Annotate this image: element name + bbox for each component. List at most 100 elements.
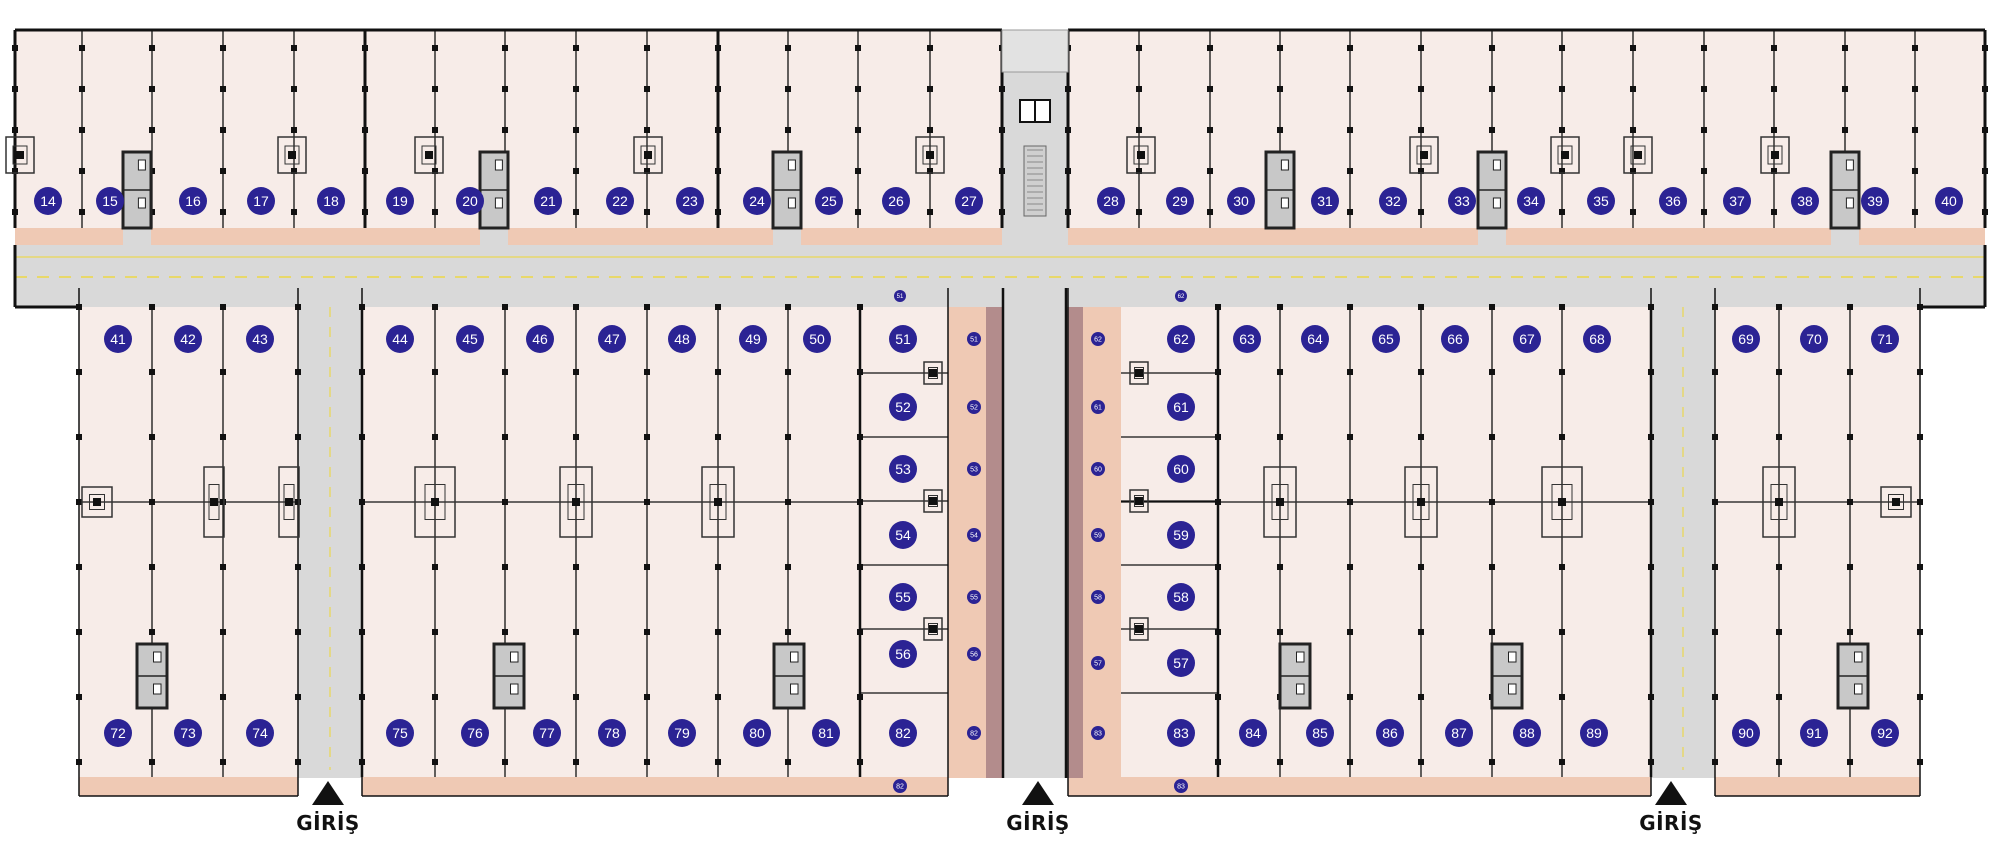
unit-number-badge: [1935, 187, 1963, 215]
toilet-icon: [153, 651, 162, 663]
structural-column: [432, 434, 438, 440]
structural-column: [1630, 209, 1636, 215]
structural-column: [855, 168, 861, 174]
unit-number-badge: [174, 325, 202, 353]
structural-column: [857, 564, 863, 570]
unit-block-frontage: [1068, 777, 1651, 796]
toilet-icon: [494, 197, 503, 209]
structural-column: [1771, 168, 1777, 174]
entrance-right: GİRİŞ: [1611, 781, 1731, 835]
structural-column: [1347, 127, 1353, 133]
structural-column: [1347, 86, 1353, 92]
stair-core: [1129, 617, 1149, 641]
structural-column: [573, 209, 579, 215]
unit-number: 35: [1593, 193, 1609, 209]
structural-column: [362, 127, 368, 133]
unit-number: 57: [1094, 661, 1102, 668]
toilet-icon: [510, 651, 519, 663]
structural-column: [999, 86, 1005, 92]
structural-column: [644, 759, 650, 765]
stair-core: [559, 466, 593, 538]
unit-number-badge: [1513, 719, 1541, 747]
structural-column: [1137, 151, 1145, 159]
structural-column: [1917, 564, 1923, 570]
structural-column: [1489, 86, 1495, 92]
unit-number: 82: [896, 784, 904, 791]
structural-column: [1917, 759, 1923, 765]
structural-column: [1771, 151, 1779, 159]
unit-number: 53: [895, 461, 911, 477]
unit-number: 41: [110, 331, 126, 347]
unit-number: 31: [1317, 193, 1333, 209]
unit-number-badge: [1091, 726, 1105, 740]
unit-number: 81: [818, 725, 834, 741]
structural-column: [359, 369, 365, 375]
structural-column: [295, 629, 301, 635]
structural-column: [295, 434, 301, 440]
structural-column: [855, 45, 861, 51]
structural-column: [1701, 127, 1707, 133]
structural-column: [16, 151, 24, 159]
structural-column: [573, 564, 579, 570]
unit-number-badge: [1306, 719, 1334, 747]
unit-number-badge: [1861, 187, 1889, 215]
structural-column: [76, 499, 82, 505]
structural-column: [1136, 127, 1142, 133]
structural-column: [1917, 499, 1923, 505]
structural-column: [1489, 499, 1495, 505]
structural-column: [79, 45, 85, 51]
structural-column: [220, 499, 226, 505]
unit-number-badge: [967, 400, 981, 414]
unit-number-badge: [179, 187, 207, 215]
structural-column: [573, 759, 579, 765]
unit-number: 53: [970, 467, 978, 474]
unit-number: 65: [1378, 331, 1394, 347]
stair-core: [1129, 489, 1149, 513]
structural-column: [644, 369, 650, 375]
stair-core-inner: [1134, 623, 1144, 635]
structural-column: [573, 434, 579, 440]
unit-number-badge: [1587, 187, 1615, 215]
unit-number-badge: [1167, 719, 1195, 747]
structural-column: [1776, 694, 1782, 700]
structural-column: [573, 127, 579, 133]
service-passage: [773, 228, 801, 245]
stair-core: [1404, 466, 1438, 538]
structural-column: [1559, 369, 1565, 375]
structural-column: [432, 168, 438, 174]
unit-number: 77: [539, 725, 555, 741]
unit-number: 55: [895, 589, 911, 605]
structural-column: [1559, 759, 1565, 765]
unit-number-badge: [1379, 187, 1407, 215]
structural-column: [502, 45, 508, 51]
structural-column: [1418, 694, 1424, 700]
unit-number: 61: [1094, 405, 1102, 412]
unit-number: 50: [809, 331, 825, 347]
unit-number-badge: [104, 325, 132, 353]
structural-column: [1559, 629, 1565, 635]
unit-number: 48: [674, 331, 690, 347]
toilet-icon: [1845, 159, 1854, 171]
unit-number: 33: [1454, 193, 1470, 209]
unit-number-badge: [1871, 325, 1899, 353]
structural-column: [1771, 45, 1777, 51]
unit-number-badge: [889, 393, 917, 421]
structural-column: [149, 629, 155, 635]
unit-number: 51: [897, 294, 904, 300]
toilet-icon: [137, 197, 146, 209]
stair-core: [923, 361, 943, 385]
unit-number-badge: [1167, 583, 1195, 611]
unit-number: 26: [888, 193, 904, 209]
structural-column: [502, 304, 508, 310]
unit-number: 83: [1173, 725, 1189, 741]
unit-number-badge: [1167, 649, 1195, 677]
structural-column: [76, 759, 82, 765]
stair-core-inner: [1133, 145, 1149, 165]
unit-number: 47: [604, 331, 620, 347]
structural-column: [1489, 45, 1495, 51]
toilet-icon: [137, 159, 146, 171]
unit-number-badge: [247, 187, 275, 215]
stair-core-inner: [1551, 484, 1573, 520]
unit-number: 54: [970, 533, 978, 540]
unit-number: 67: [1519, 331, 1535, 347]
